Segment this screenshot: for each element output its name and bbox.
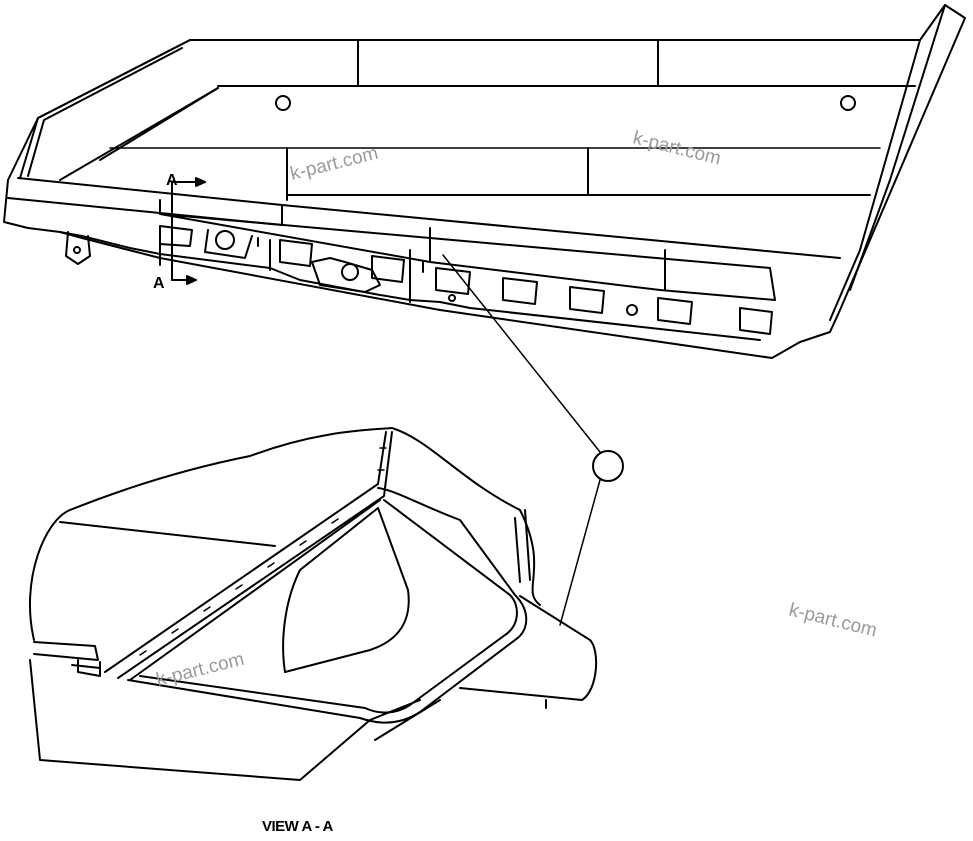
bolt-hole-right — [840, 95, 856, 111]
cleat-row — [159, 225, 773, 335]
view-caption: VIEW A - A — [262, 818, 333, 835]
watermark-2: k-part.com — [631, 127, 723, 169]
left-bracket — [65, 231, 91, 265]
upper-assembly — [3, 4, 966, 359]
bolt-hole-left — [275, 95, 291, 111]
section-label-top: A — [166, 172, 178, 189]
detail-view — [29, 427, 598, 781]
callout-balloon — [592, 450, 624, 482]
watermark-1: k-part.com — [288, 143, 380, 185]
section-marker: A A — [153, 172, 206, 292]
watermark-3: k-part.com — [787, 599, 879, 641]
callout — [442, 254, 624, 626]
section-label-bottom: A — [153, 275, 165, 292]
